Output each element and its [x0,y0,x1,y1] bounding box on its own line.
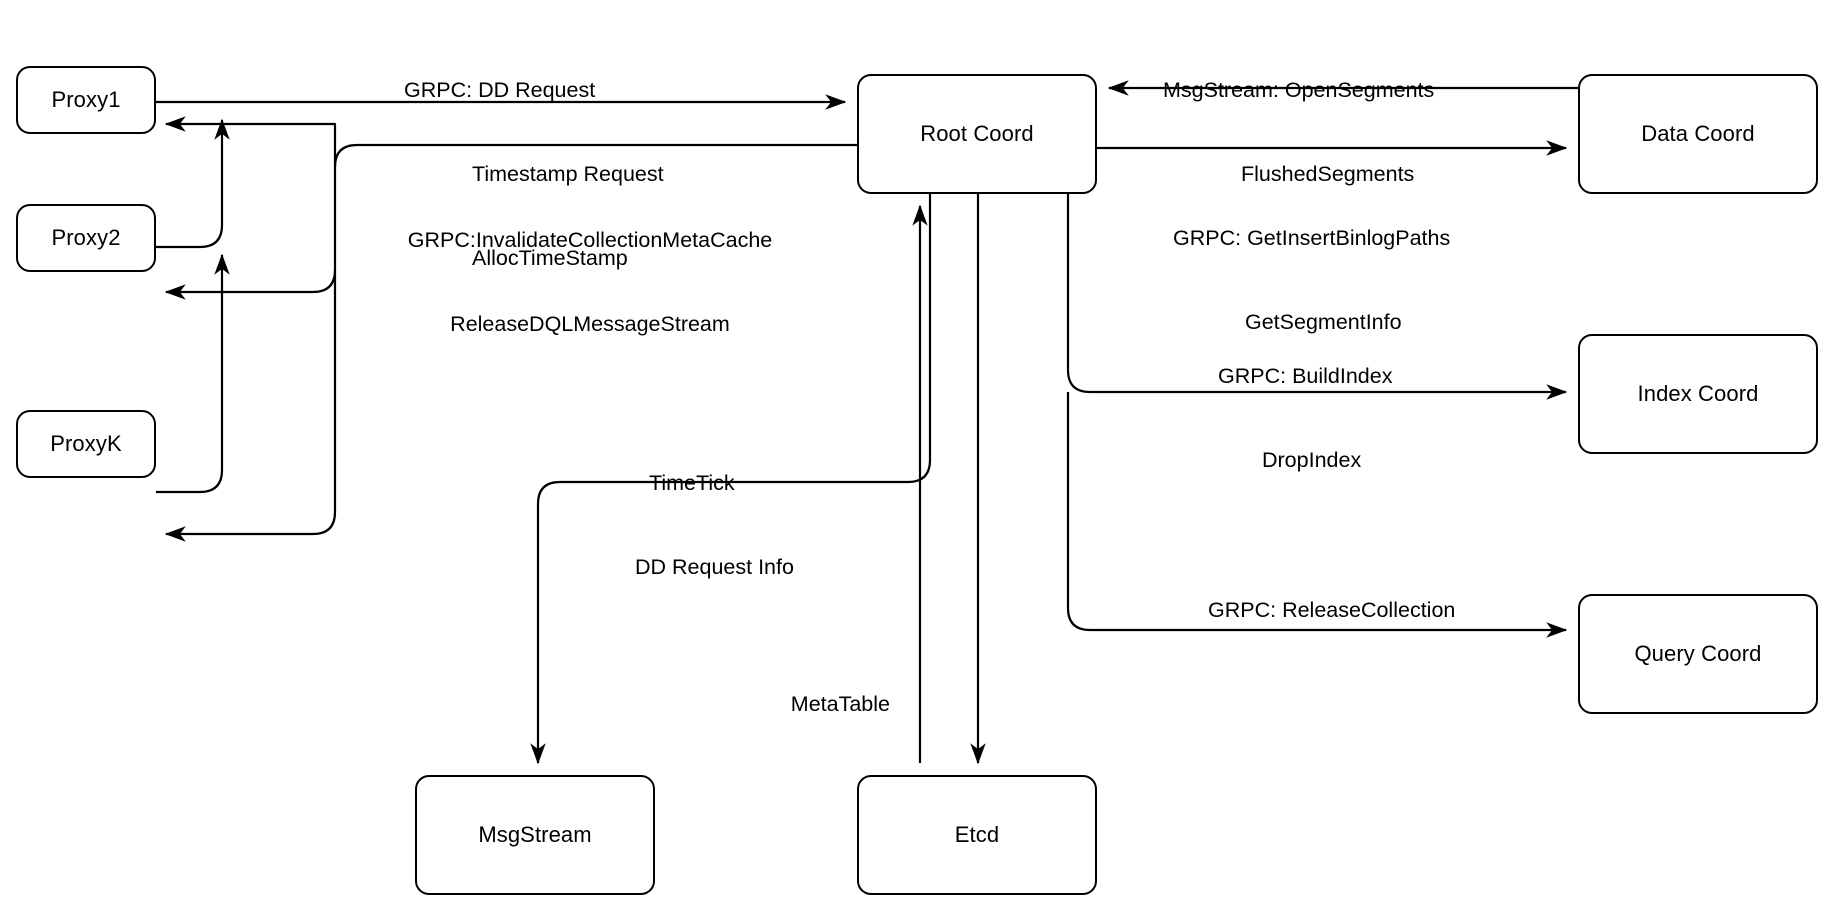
edge-label-line: DD Request Info [635,555,794,579]
edge-label-rootcoord-to-proxy: GRPC:InvalidateCollectionMetaCache Relea… [380,170,800,394]
node-proxyk-label: ProxyK [50,431,122,456]
node-root-coord[interactable]: Root Coord [857,74,1097,194]
node-msgstream-label: MsgStream [478,822,592,847]
edge-label-line: TimeTick [649,471,735,495]
node-query-coord-label: Query Coord [1634,641,1762,666]
node-msgstream[interactable]: MsgStream [415,775,655,895]
edge-label-line: ReleaseDQLMessageStream [450,312,730,336]
edge-label-line: MsgStream: OpenSegments [1163,78,1435,102]
edge-label-line: GetSegmentInfo [1245,310,1402,334]
edge-label-line: GRPC: DD Request [404,78,596,102]
node-data-coord[interactable]: Data Coord [1578,74,1818,194]
edge-label-line: GRPC: BuildIndex [1218,364,1393,388]
edge-label-line: Timestamp Request [472,162,664,186]
node-proxyk[interactable]: ProxyK [16,410,156,478]
edge-label-rootcoord-to-etcd: MetaTable [740,634,890,774]
edge-label-proxy-to-rootcoord: GRPC: DD Request Timestamp Request Alloc… [404,20,724,328]
node-proxy2-label: Proxy2 [51,225,121,250]
edge-label-line: MetaTable [790,692,890,716]
edge-rootcoord-to-querycoord [1066,392,1568,638]
edge-label-line: GRPC: GetInsertBinlogPaths [1173,226,1451,250]
edge-label-line: AllocTimeStamp [472,246,628,270]
edge-proxyk-to-riser [156,253,230,494]
node-query-coord[interactable]: Query Coord [1578,594,1818,714]
edge-rootcoord-to-proxy-trunk [164,143,857,542]
edge-label-rootcoord-to-indexcoord: GRPC: BuildIndex DropIndex [1218,306,1478,530]
node-etcd-label: Etcd [954,822,1000,847]
edge-label-rootcoord-to-querycoord: GRPC: ReleaseCollection [1208,540,1528,680]
node-index-coord-label: Index Coord [1637,381,1759,406]
edge-rootcoord-to-indexcoord [1066,194,1568,400]
edge-label-rootcoord-to-datacoord: GRPC: GetInsertBinlogPaths GetSegmentInf… [1173,168,1533,392]
edge-label-line: GRPC:InvalidateCollectionMetaCache [407,228,773,252]
node-proxy2[interactable]: Proxy2 [16,204,156,272]
edge-label-line: DropIndex [1262,448,1362,472]
node-etcd[interactable]: Etcd [857,775,1097,895]
node-root-coord-label: Root Coord [920,121,1034,146]
node-proxy1-label: Proxy1 [51,87,121,112]
edge-label-line: FlushedSegments [1241,162,1415,186]
edge-label-rootcoord-to-msgstream: TimeTick DD Request Info [635,413,865,637]
node-index-coord[interactable]: Index Coord [1578,334,1818,454]
edge-rootcoord-to-proxy2 [164,269,337,300]
node-data-coord-label: Data Coord [1641,121,1755,146]
edge-label-datacoord-to-rootcoord: MsgStream: OpenSegments FlushedSegments [1163,20,1523,244]
edge-rootcoord-to-proxy1 [164,116,337,167]
edge-rootcoord-to-msgstream [530,194,932,765]
edge-label-line: GRPC: ReleaseCollection [1208,598,1456,622]
edge-proxy2-to-riser [156,118,230,249]
node-proxy1[interactable]: Proxy1 [16,66,156,134]
